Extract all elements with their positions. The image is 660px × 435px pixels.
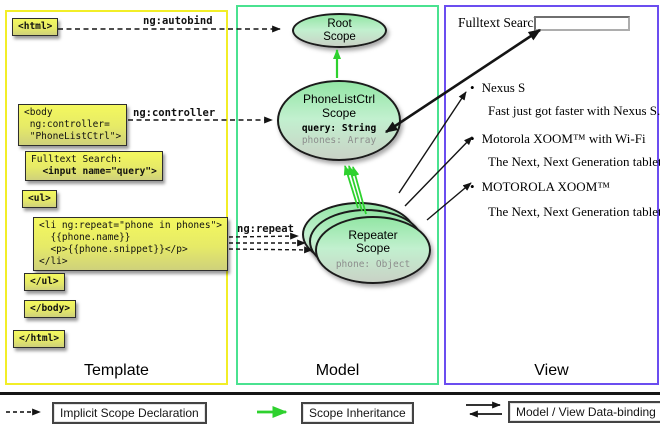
code-line: ng:controller= — [24, 118, 110, 130]
legend-implicit-scope-declaration: Implicit Scope Declaration — [52, 402, 207, 424]
list-item-desc: The Next, Next Generation tablet. — [488, 204, 660, 219]
code-line: <html> — [18, 21, 53, 32]
code-line: "PhoneListCtrl"> — [24, 130, 122, 142]
phonelistctrl-scope-ellipse: PhoneListCtrl Scope query: String phones… — [277, 80, 401, 161]
list-item-desc: Fast just got faster with Nexus S. — [488, 103, 660, 118]
item-title-text: Nexus S — [481, 80, 526, 95]
code-line: </li> — [39, 255, 68, 267]
code-line: Fulltext Search: — [31, 154, 123, 165]
root-scope-ellipse: Root Scope — [292, 13, 387, 48]
code-line: {{phone.name}} — [39, 231, 131, 243]
repeater-prop-phone: phone: Object — [335, 258, 411, 270]
root-scope-name: Root — [327, 17, 352, 30]
root-scope-name2: Scope — [323, 30, 356, 43]
code-box-li-repeat: <li ng:repeat="phone in phones"> {{phone… — [33, 217, 229, 271]
list-item-title: • Nexus S — [470, 80, 525, 96]
legend-scope-inheritance: Scope Inheritance — [301, 402, 414, 424]
phonelistctrl-scope-name2: Scope — [321, 105, 357, 120]
repeater-scope-name2: Scope — [355, 241, 391, 256]
code-box-html-close: </html> — [13, 330, 66, 348]
item-title-text: MOTOROLA XOOM™ — [481, 179, 610, 194]
label-ng-autobind: ng:autobind — [143, 15, 213, 27]
phonelistctrl-prop-query: query: String — [301, 123, 377, 135]
fulltext-search-input[interactable] — [534, 16, 630, 31]
item-title-text: Motorola XOOM™ with Wi-Fi — [481, 131, 646, 146]
label-ng-repeat: ng:repeat — [237, 223, 294, 235]
list-item-desc: The Next, Next Generation tablet. — [488, 154, 660, 169]
bullet-icon: • — [470, 80, 475, 95]
code-box-body-open: <body ng:controller= "PhoneListCtrl"> — [18, 104, 128, 146]
phonelistctrl-scope-name: PhoneListCtrl — [302, 92, 376, 107]
code-box-html-open: <html> — [12, 18, 59, 36]
code-line: <input name="query"> — [31, 165, 157, 177]
view-panel: View — [444, 5, 659, 385]
code-line: <ul> — [28, 193, 51, 204]
legend-separator-line — [0, 392, 660, 395]
code-box-body-close: </body> — [24, 300, 77, 318]
repeater-scope-name: Repeater — [348, 227, 398, 242]
phonelistctrl-prop-phones: phones: Array — [301, 135, 377, 147]
code-line: </ul> — [30, 276, 59, 287]
code-box-fulltext-input: Fulltext Search: <input name="query"> — [25, 151, 163, 181]
code-line: </html> — [19, 333, 60, 344]
model-panel-title: Model — [315, 362, 360, 379]
list-item-title: • Motorola XOOM™ with Wi-Fi — [470, 131, 646, 147]
view-panel-title: View — [534, 362, 569, 379]
code-line: <li ng:repeat="phone in phones"> — [39, 220, 223, 231]
code-box-ul-open: <ul> — [22, 190, 57, 208]
code-line: <p>{{phone.snippet}}</p> — [39, 243, 188, 255]
legend-model-view-data-binding: Model / View Data-binding — [508, 401, 660, 423]
bullet-icon: • — [470, 131, 475, 146]
template-panel-title: Template — [84, 362, 149, 379]
bullet-icon: • — [470, 179, 475, 194]
code-line: </body> — [30, 303, 71, 314]
model-panel: Model — [236, 5, 439, 385]
code-box-ul-close: </ul> — [24, 273, 65, 291]
fulltext-search-label: Fulltext Search: — [458, 15, 544, 30]
repeater-scope-ellipse: Repeater Scope phone: Object — [315, 216, 431, 284]
list-item-title: • MOTOROLA XOOM™ — [470, 179, 610, 195]
code-line: <body — [24, 107, 53, 118]
label-ng-controller: ng:controller — [133, 107, 216, 119]
